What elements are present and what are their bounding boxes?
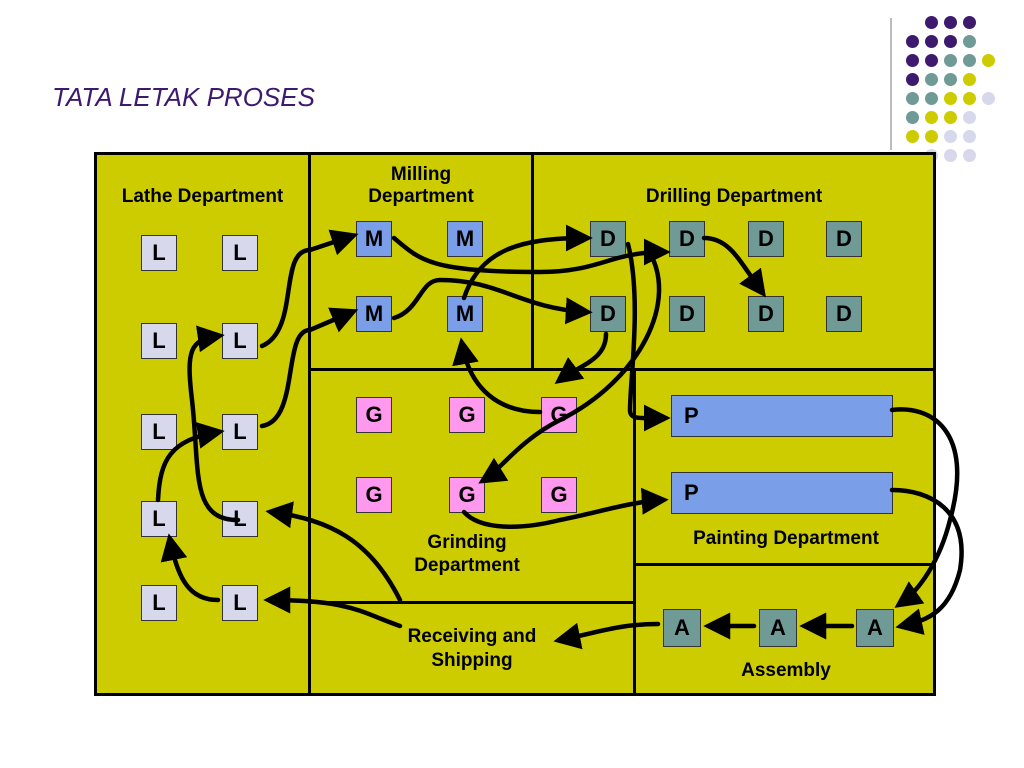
decorative-dot bbox=[944, 149, 957, 162]
grinding-machine: G bbox=[541, 477, 577, 513]
drilling-machine: D bbox=[748, 296, 784, 332]
lathe-machine: L bbox=[141, 235, 177, 271]
decorative-dot bbox=[925, 35, 938, 48]
milling-department-label-2: Department bbox=[368, 186, 474, 207]
grinding-machine: G bbox=[541, 397, 577, 433]
lathe-machine: L bbox=[222, 501, 258, 537]
drilling-machine: D bbox=[826, 221, 862, 257]
grinding-department-label-2: Department bbox=[414, 555, 520, 576]
assembly-station: A bbox=[856, 609, 894, 647]
decorative-dot bbox=[925, 16, 938, 29]
milling-machine: M bbox=[447, 296, 483, 332]
decorative-dot bbox=[944, 73, 957, 86]
decorative-dot bbox=[963, 54, 976, 67]
decorative-dot bbox=[963, 92, 976, 105]
drilling-machine: D bbox=[669, 221, 705, 257]
decorative-dot bbox=[906, 35, 919, 48]
decorative-dot bbox=[906, 92, 919, 105]
lathe-machine: L bbox=[222, 585, 258, 621]
assembly-label: Assembly bbox=[741, 660, 831, 681]
decorative-dot bbox=[906, 73, 919, 86]
lathe-machine: L bbox=[141, 585, 177, 621]
drilling-department-label: Drilling Department bbox=[645, 186, 823, 207]
decorative-dot bbox=[925, 111, 938, 124]
lathe-machine: L bbox=[222, 323, 258, 359]
receiving-shipping-label-1: Receiving and bbox=[407, 626, 537, 647]
lathe-machine: L bbox=[222, 414, 258, 450]
decorative-dot bbox=[925, 92, 938, 105]
painting-line: P bbox=[671, 472, 893, 514]
decorative-dot bbox=[963, 149, 976, 162]
decorative-dot bbox=[944, 130, 957, 143]
decorative-dot bbox=[944, 35, 957, 48]
drilling-machine: D bbox=[669, 296, 705, 332]
drilling-machine: D bbox=[826, 296, 862, 332]
decorative-dot bbox=[906, 54, 919, 67]
divider-upper-lower bbox=[311, 368, 936, 371]
decorative-dot bbox=[963, 35, 976, 48]
drilling-machine: D bbox=[748, 221, 784, 257]
decorative-dot bbox=[963, 111, 976, 124]
divider-painting-assembly bbox=[636, 563, 936, 566]
milling-machine: M bbox=[356, 296, 392, 332]
receiving-shipping-label-2: Shipping bbox=[431, 650, 513, 671]
divider-grinding-painting bbox=[633, 371, 636, 693]
decorative-dot bbox=[944, 111, 957, 124]
divider-lathe bbox=[308, 155, 311, 693]
decorative-dot bbox=[944, 92, 957, 105]
painting-line: P bbox=[671, 395, 893, 437]
assembly-station: A bbox=[759, 609, 797, 647]
drilling-machine: D bbox=[590, 221, 626, 257]
decorative-dot bbox=[982, 92, 995, 105]
grinding-machine: G bbox=[449, 397, 485, 433]
grinding-machine: G bbox=[356, 397, 392, 433]
decorative-dot bbox=[925, 130, 938, 143]
grinding-department-label-1: Grinding bbox=[427, 532, 507, 553]
process-layout-diagram: Lathe Department Milling Department Dril… bbox=[94, 152, 936, 696]
decorative-dot bbox=[925, 73, 938, 86]
decorative-dot bbox=[925, 54, 938, 67]
divider-grinding-receiving bbox=[311, 601, 633, 604]
grinding-machine: G bbox=[449, 477, 485, 513]
lathe-machine: L bbox=[141, 414, 177, 450]
drilling-machine: D bbox=[590, 296, 626, 332]
lathe-machine: L bbox=[141, 323, 177, 359]
assembly-station: A bbox=[663, 609, 701, 647]
decorative-dot bbox=[944, 54, 957, 67]
painting-department-label: Painting Department bbox=[693, 528, 879, 549]
grinding-machine: G bbox=[356, 477, 392, 513]
lathe-machine: L bbox=[141, 501, 177, 537]
decorative-dot bbox=[982, 54, 995, 67]
lathe-department-label: Lathe Department bbox=[121, 186, 284, 207]
decorative-dot bbox=[963, 130, 976, 143]
decorative-dot bbox=[963, 16, 976, 29]
milling-department-label-1: Milling bbox=[390, 164, 452, 185]
milling-machine: M bbox=[447, 221, 483, 257]
decorative-dot bbox=[906, 130, 919, 143]
decorative-dot bbox=[944, 16, 957, 29]
decorative-divider bbox=[890, 18, 892, 150]
lathe-machine: L bbox=[222, 235, 258, 271]
decorative-dot bbox=[963, 73, 976, 86]
decorative-dot bbox=[906, 111, 919, 124]
slide-title: TATA LETAK PROSES bbox=[52, 82, 315, 112]
milling-machine: M bbox=[356, 221, 392, 257]
